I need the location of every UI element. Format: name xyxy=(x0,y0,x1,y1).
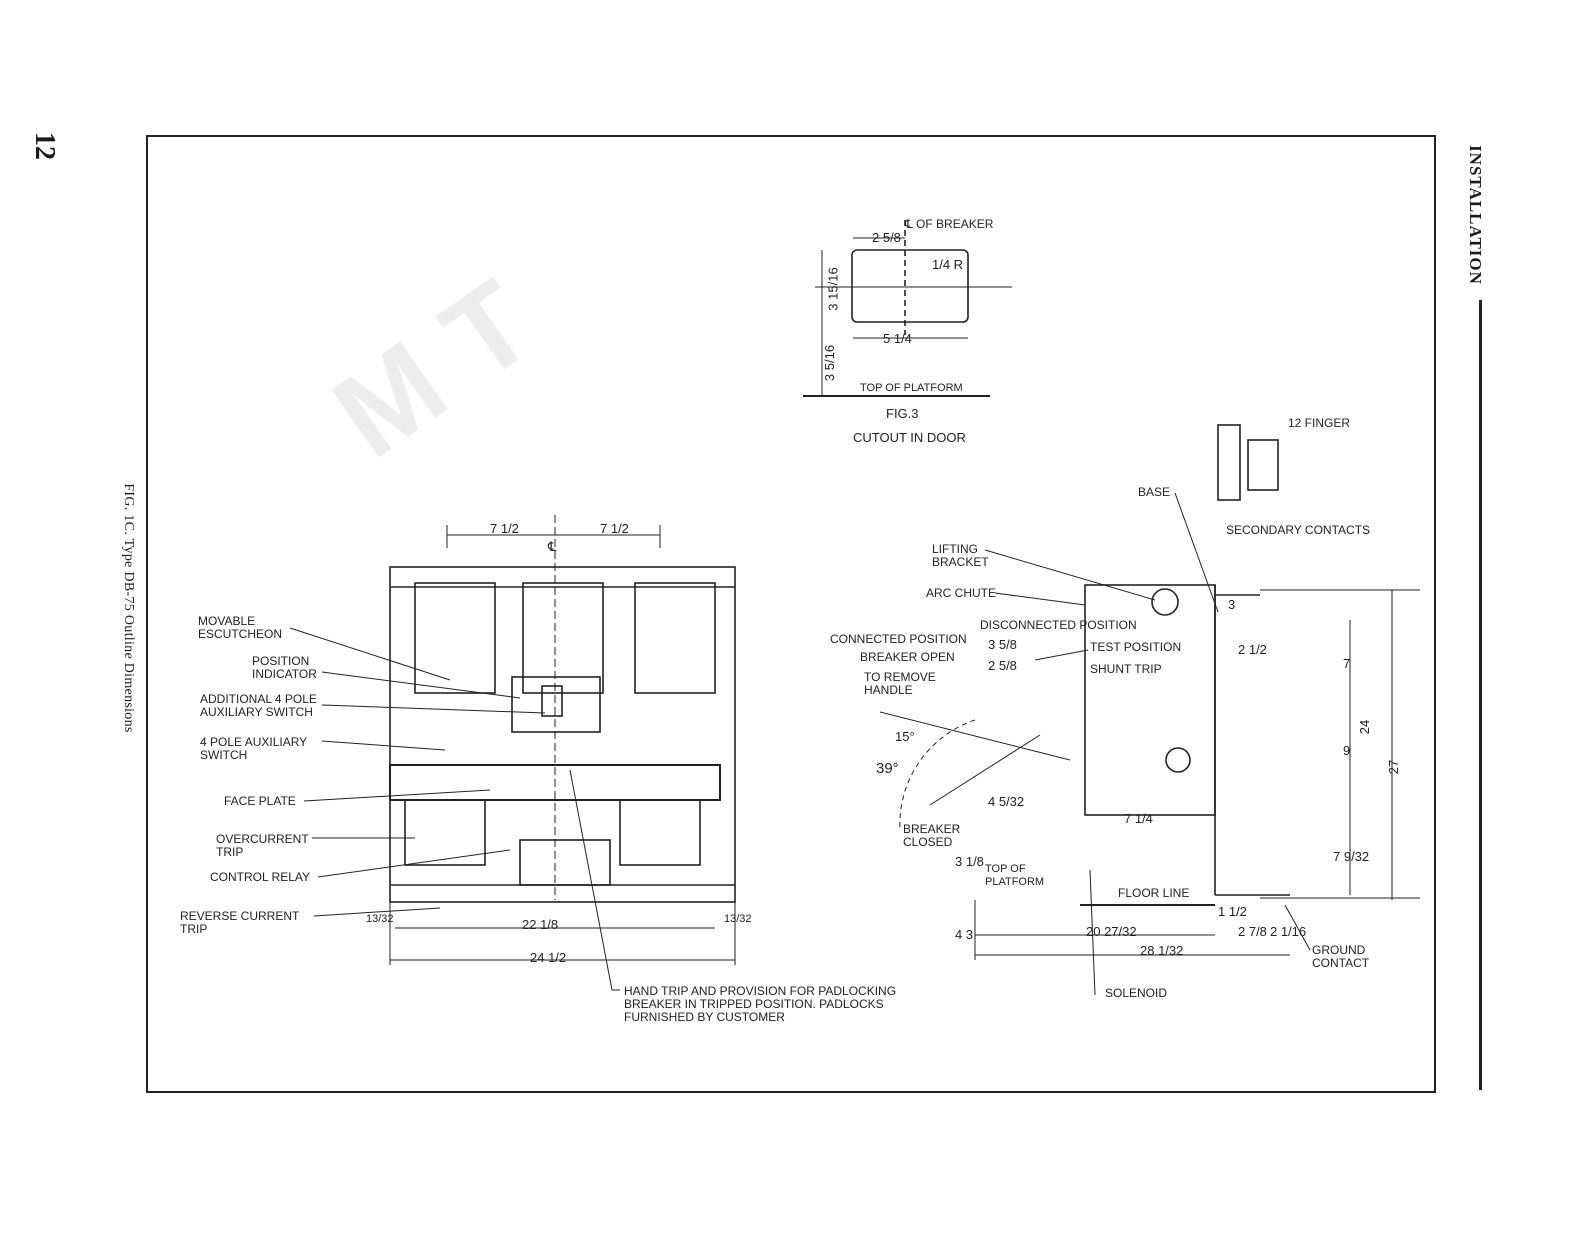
front-frame xyxy=(389,566,736,903)
side-dim-3-1-8: 3 1/8 xyxy=(955,854,984,869)
side-dim-2-1-16: 2 1/16 xyxy=(1270,924,1307,939)
side-dim-3-5-8: 3 5/8 xyxy=(988,637,1017,652)
label-position-indicator: POSITION INDICATOR xyxy=(252,654,317,681)
label-reverse-current-trip: REVERSE CURRENT TRIP xyxy=(180,909,300,936)
label-base: BASE xyxy=(1138,485,1171,499)
side-dim-3: 3 xyxy=(1228,597,1236,612)
cutout-outline xyxy=(851,249,969,323)
fig3-dim-radius: 1/4 R xyxy=(932,257,964,272)
fig3-dim-to-platform: 3 5/16 xyxy=(822,344,838,382)
fig3-dim-height: 3 15/16 xyxy=(825,267,841,311)
label-connected-position: CONNECTED POSITION xyxy=(830,632,967,646)
label-overcurrent-trip: OVERCURRENT TRIP xyxy=(216,832,309,859)
side-angle-39: 39° xyxy=(876,760,899,777)
front-dim-overall-width: 24 1/2 xyxy=(530,950,567,965)
side-dim-2-5-8: 2 5/8 xyxy=(988,658,1017,673)
front-dim-inner-width: 22 1/8 xyxy=(522,917,559,932)
label-aux-switch: 4 POLE AUXILIARY SWITCH xyxy=(200,735,308,762)
label-lifting-bracket: LIFTING BRACKET xyxy=(932,542,989,569)
fig3-title: FIG.3 xyxy=(886,406,919,421)
label-solenoid: SOLENOID xyxy=(1105,986,1168,1000)
side-angle-15: 15° xyxy=(895,729,915,744)
label-disconnected-position: DISCONNECTED POSITION xyxy=(980,618,1137,632)
side-dim-4-5-32: 4 5/32 xyxy=(988,794,1025,809)
front-dim-right-offset: 13/32 xyxy=(724,913,752,925)
front-dim-left-pitch: 7 1/2 xyxy=(490,521,519,536)
label-movable-escutcheon: MOVABLE ESCUTCHEON xyxy=(198,614,283,641)
fig3-top-platform-label: TOP OF PLATFORM xyxy=(860,382,963,394)
drawing-frame xyxy=(146,135,1436,1093)
side-dim-27: 27 xyxy=(1386,759,1402,775)
label-additional-aux-switch: ADDITIONAL 4 POLE AUXILIARY SWITCH xyxy=(200,692,317,719)
label-floor-line: FLOOR LINE xyxy=(1118,886,1190,900)
front-dim-left-offset: 13/32 xyxy=(366,913,394,925)
label-secondary-contacts: SECONDARY CONTACTS xyxy=(1226,523,1371,537)
side-dim-2-7-8: 2 7/8 xyxy=(1238,924,1267,939)
label-arc-chute: ARC CHUTE xyxy=(926,586,997,600)
fig3-centerline-label: ℄ OF BREAKER xyxy=(905,217,994,231)
fig3-dim-width: 5 1/4 xyxy=(883,331,912,346)
side-dim-1-1-2: 1 1/2 xyxy=(1218,904,1247,919)
front-centerline: ℄ xyxy=(548,539,557,554)
label-top-of-platform: TOP OF PLATFORM xyxy=(985,863,1045,888)
side-dim-2-1-2: 2 1/2 xyxy=(1238,642,1267,657)
side-dim-4-3: 4 3 xyxy=(955,927,974,942)
label-breaker-open: BREAKER OPEN xyxy=(860,650,955,664)
label-control-relay: CONTROL RELAY xyxy=(210,870,311,884)
label-remove-handle: TO REMOVE HANDLE xyxy=(864,670,936,697)
label-test-position: TEST POSITION xyxy=(1090,640,1182,654)
label-ground-contact: GROUND CONTACT xyxy=(1312,943,1370,970)
label-shunt-trip: SHUNT TRIP xyxy=(1090,662,1162,676)
front-dim-right-pitch: 7 1/2 xyxy=(600,521,629,536)
side-dim-7-9-32: 7 9/32 xyxy=(1333,849,1370,864)
side-dim-7: 7 xyxy=(1343,656,1351,671)
fig3-subtitle: CUTOUT IN DOOR xyxy=(853,430,966,445)
fig3-dim-offset: 2 5/8 xyxy=(872,230,901,245)
side-dim-7-1-4: 7 1/4 xyxy=(1124,811,1153,826)
side-dim-9: 9 xyxy=(1343,743,1351,758)
label-face-plate: FACE PLATE xyxy=(224,794,296,808)
label-12-finger: 12 FINGER xyxy=(1288,416,1351,430)
label-hand-trip: HAND TRIP AND PROVISION FOR PADLOCKING B… xyxy=(624,984,897,1024)
side-dim-24: 24 xyxy=(1357,719,1373,735)
side-dim-28: 28 1/32 xyxy=(1140,943,1184,958)
side-dim-20: 20 27/32 xyxy=(1086,924,1137,939)
label-breaker-closed: BREAKER CLOSED xyxy=(903,822,961,849)
section-rule xyxy=(1479,300,1482,1090)
